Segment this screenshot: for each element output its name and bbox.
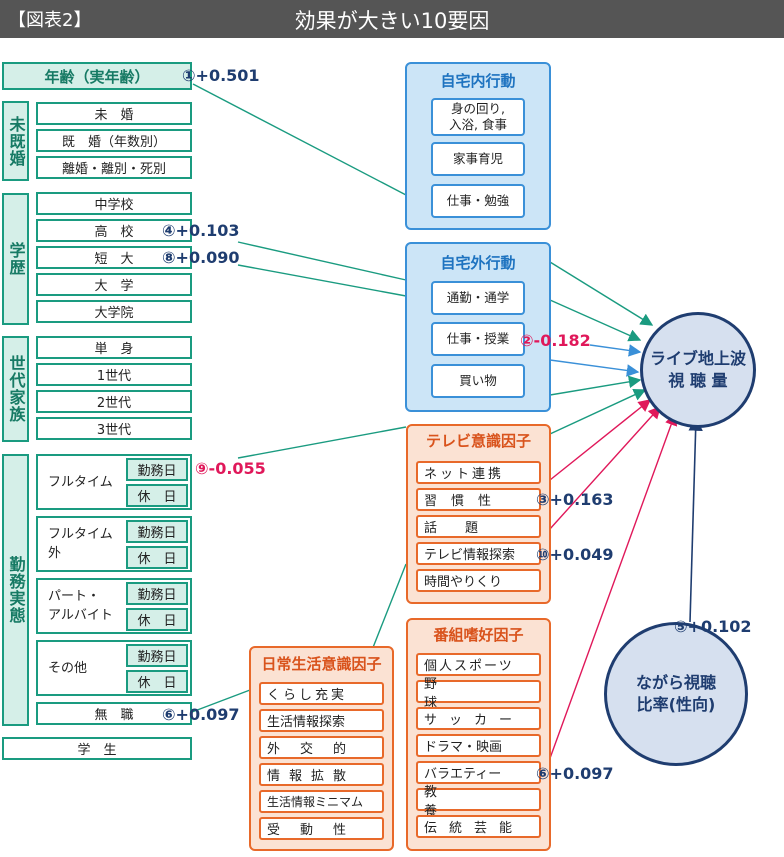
workday-tag: 勤務日 bbox=[126, 520, 188, 543]
daily-awareness-item: 情報拡散 bbox=[259, 763, 384, 786]
household-item: 単 身 bbox=[36, 336, 192, 359]
tv-awareness-item: 習慣性 bbox=[416, 488, 541, 511]
workday-tag: 勤務日 bbox=[126, 582, 188, 605]
home-out-title: 自宅外行動 bbox=[440, 254, 516, 272]
program-pref-item: サッカー bbox=[416, 707, 541, 730]
juniorcollege-link bbox=[237, 264, 407, 297]
student-box: 学 生 bbox=[2, 737, 192, 760]
home-in-item: 身の回り, 入浴, 食事 bbox=[431, 98, 525, 136]
marital-item: 離婚・離別・死別 bbox=[36, 156, 192, 179]
home-out-item: 買い物 bbox=[431, 364, 525, 398]
program-pref-item: 個人スポーツ bbox=[416, 653, 541, 676]
target-line2: 視 聴 量 bbox=[668, 371, 728, 390]
habit-arrow bbox=[539, 399, 652, 489]
home-out-item: 仕事・授業 bbox=[431, 322, 525, 356]
holiday-tag: 休 日 bbox=[126, 670, 188, 693]
household-item: 2世代 bbox=[36, 390, 192, 413]
household-label: 世代家族 bbox=[2, 336, 29, 442]
workday-tag: 勤務日 bbox=[126, 644, 188, 667]
figure-tag: 【図表2】 bbox=[8, 10, 92, 31]
household-item: 1世代 bbox=[36, 363, 192, 386]
holiday-tag: 休 日 bbox=[126, 546, 188, 569]
secondary-nagara-circle: ながら視聴比率(性向) bbox=[604, 622, 748, 766]
program-pref-item: 伝統芸能 bbox=[416, 815, 541, 838]
effect-tvinfo: ⑩+0.049 bbox=[536, 545, 614, 564]
home-in-title: 自宅内行動 bbox=[440, 72, 516, 90]
effect-juniorcollege: ⑧+0.090 bbox=[162, 248, 240, 267]
workday-tag: 勤務日 bbox=[126, 458, 188, 481]
tv-awareness-title: テレビ意識因子 bbox=[425, 432, 531, 450]
effect-variety: ⑥+0.097 bbox=[536, 764, 614, 783]
homeout-arrow-4 bbox=[549, 375, 642, 396]
homeout-arrow-2 bbox=[549, 299, 642, 342]
education-item: 大 学 bbox=[36, 273, 192, 296]
secondary-line2: 比率(性向) bbox=[636, 695, 716, 714]
effect-nagara: ⑤+0.102 bbox=[674, 617, 752, 636]
holiday-tag: 休 日 bbox=[126, 484, 188, 507]
target-live-tv-circle: ライブ地上波視 聴 量 bbox=[640, 312, 756, 428]
daily-to-tv-link bbox=[371, 563, 407, 651]
tv-awareness-item: テレビ情報探索 bbox=[416, 542, 541, 565]
secondary-line1: ながら視聴 bbox=[635, 673, 716, 692]
daily-awareness-title: 日常生活意識因子 bbox=[261, 655, 382, 673]
daily-awareness-item: 外交的 bbox=[259, 736, 384, 759]
program-pref-title: 番組嗜好因子 bbox=[433, 626, 524, 644]
effect-unemployed: ⑥+0.097 bbox=[162, 705, 240, 724]
program-pref-item: 野球 bbox=[416, 677, 541, 711]
education-item: 中学校 bbox=[36, 192, 192, 215]
fulltime-workday-link bbox=[237, 426, 407, 459]
home-in-item: 仕事・勉強 bbox=[431, 184, 525, 218]
program-pref-item: 教養 bbox=[416, 785, 541, 819]
work-class-arrow bbox=[589, 344, 642, 357]
effect-habit: ③+0.163 bbox=[536, 490, 614, 509]
effect-highschool: ④+0.103 bbox=[162, 221, 240, 240]
tv-awareness-item: 時間やりくり bbox=[416, 569, 541, 592]
homeout-arrow-3 bbox=[549, 359, 640, 377]
education-item: 大学院 bbox=[36, 300, 192, 323]
marital-label: 未既婚 bbox=[2, 101, 29, 181]
marital-item: 未 婚 bbox=[36, 102, 192, 125]
tvinfo-arrow bbox=[539, 405, 661, 541]
effect-fulltime-workday: ⑨-0.055 bbox=[195, 459, 266, 478]
education-item: 高 校 bbox=[36, 219, 192, 242]
holiday-tag: 休 日 bbox=[126, 608, 188, 631]
tv-arrow-1 bbox=[536, 388, 647, 441]
header-bar bbox=[0, 0, 784, 38]
highschool-link bbox=[237, 241, 407, 281]
daily-awareness-item: 受動性 bbox=[259, 817, 384, 840]
tv-awareness-item: ネット連携 bbox=[416, 461, 541, 484]
daily-awareness-item: くらし充実 bbox=[259, 682, 384, 705]
home-out-item: 通勤・通学 bbox=[431, 281, 525, 315]
tv-awareness-item: 話題 bbox=[416, 515, 541, 538]
page-title: 効果が大きい10要因 bbox=[294, 9, 490, 33]
education-item: 短 大 bbox=[36, 246, 192, 269]
program-pref-item: ドラマ・映画 bbox=[416, 734, 541, 757]
variety-arrow bbox=[544, 412, 678, 773]
program-pref-item: バラエティー bbox=[416, 761, 541, 784]
unemployed-link bbox=[191, 689, 251, 713]
effect-work-class: ②-0.182 bbox=[520, 331, 591, 350]
education-label: 学歴 bbox=[2, 193, 29, 325]
household-item: 3世代 bbox=[36, 417, 192, 440]
work-label: 勤務実態 bbox=[2, 454, 29, 726]
unemployed-box: 無 職 bbox=[36, 702, 192, 725]
nagara-arrow bbox=[688, 416, 703, 623]
effect-age: ①+0.501 bbox=[182, 66, 260, 85]
daily-awareness-item: 生活情報探索 bbox=[259, 709, 384, 732]
home-in-item: 家事育児 bbox=[431, 142, 525, 176]
marital-item: 既 婚（年数別） bbox=[36, 129, 192, 152]
daily-awareness-item: 生活情報ミニマム bbox=[259, 790, 384, 813]
age-link bbox=[192, 83, 407, 196]
target-line1: ライブ地上波 bbox=[649, 349, 746, 368]
homeout-arrow-1 bbox=[549, 261, 654, 326]
age-box: 年齢（実年齢） bbox=[2, 62, 192, 90]
